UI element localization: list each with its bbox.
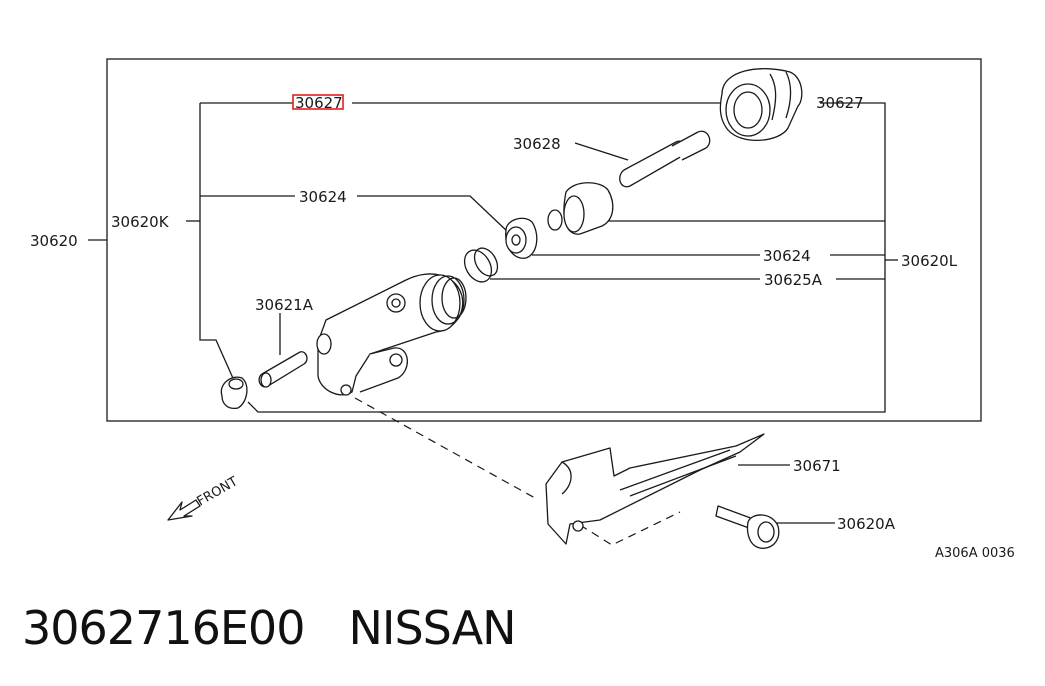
push-rod-icon [619, 130, 711, 188]
bracket-30620L [247, 102, 886, 413]
label-30620K[interactable]: 30620K [111, 213, 170, 231]
label-30671[interactable]: 30671 [793, 457, 841, 475]
leader-30628 [574, 142, 629, 161]
footer-part-number: 3062716E00 [22, 601, 305, 655]
boot-part-icon [719, 68, 803, 142]
front-arrow-icon [167, 499, 201, 521]
label-30628[interactable]: 30628 [513, 135, 561, 153]
assembly-frame [106, 58, 982, 422]
front-label: FRONT [195, 474, 241, 509]
footer-caption: 3062716E00 NISSAN [22, 598, 517, 658]
bracket-30620K [199, 103, 237, 386]
bolt-icon [715, 505, 780, 549]
highlight-box [292, 94, 344, 110]
label-30621A[interactable]: 30621A [255, 296, 314, 314]
label-30624-lower[interactable]: 30624 [763, 247, 811, 265]
diagram-code: A306A 0036 [935, 546, 1015, 561]
bleeder-cap-icon [220, 376, 248, 410]
piston-cup-icon [505, 217, 538, 259]
cylinder-body-icon [316, 273, 467, 396]
piston-icon [547, 182, 614, 235]
label-30627[interactable]: 30627 [816, 94, 864, 112]
label-30624-upper[interactable]: 30624 [299, 188, 347, 206]
install-line-upper [354, 397, 536, 499]
label-30620L[interactable]: 30620L [901, 252, 958, 270]
bleeder-screw-icon [258, 351, 308, 388]
footer-brand: NISSAN [348, 601, 516, 655]
spring-icon [463, 247, 499, 283]
install-line-lower [579, 511, 681, 546]
leader-30624-upper-b [357, 195, 509, 233]
label-30627-highlighted[interactable]: 30627 [295, 94, 343, 112]
mounting-bracket-icon [545, 433, 765, 545]
label-30625A[interactable]: 30625A [764, 271, 823, 289]
label-30620[interactable]: 30620 [30, 232, 78, 250]
label-30620A[interactable]: 30620A [837, 515, 896, 533]
